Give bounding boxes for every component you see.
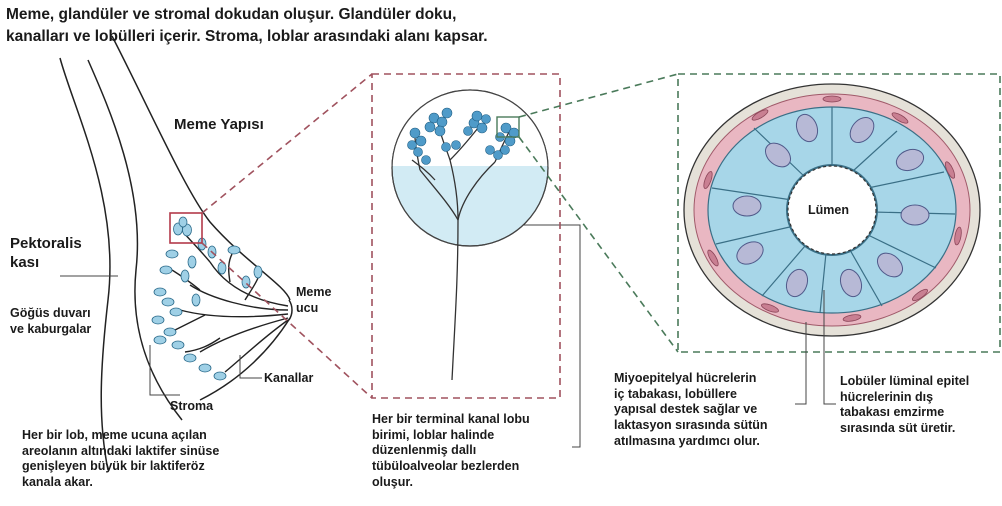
label-pectoralis: Pektoralis kası: [10, 235, 82, 273]
label-stroma: Stroma: [170, 399, 213, 415]
page-heading: Meme, glandüler ve stromal dokudan oluşu…: [6, 4, 488, 49]
label-nipple: Meme ucu: [296, 285, 331, 316]
caption-lobe: Her bir lob, meme ucuna açılan areolanın…: [22, 428, 219, 491]
label-lumen: Lümen: [808, 203, 849, 219]
caption-myoepithelial: Miyoepitelyal hücrelerin iç tabakası, lo…: [614, 371, 768, 449]
zoom-connectors-green: [519, 74, 678, 352]
label-chest-wall: Göğüs duvarı ve kaburgalar: [10, 306, 91, 337]
caption-luminal: Lobüler lüminal epitel hücrelerinin dış …: [840, 374, 969, 437]
caption-tdlu: Her bir terminal kanal lobu birimi, lobl…: [372, 412, 530, 490]
lobule-circle: [392, 90, 548, 246]
label-ducts: Kanallar: [264, 371, 313, 387]
label-breast-structure: Meme Yapısı: [174, 116, 264, 135]
